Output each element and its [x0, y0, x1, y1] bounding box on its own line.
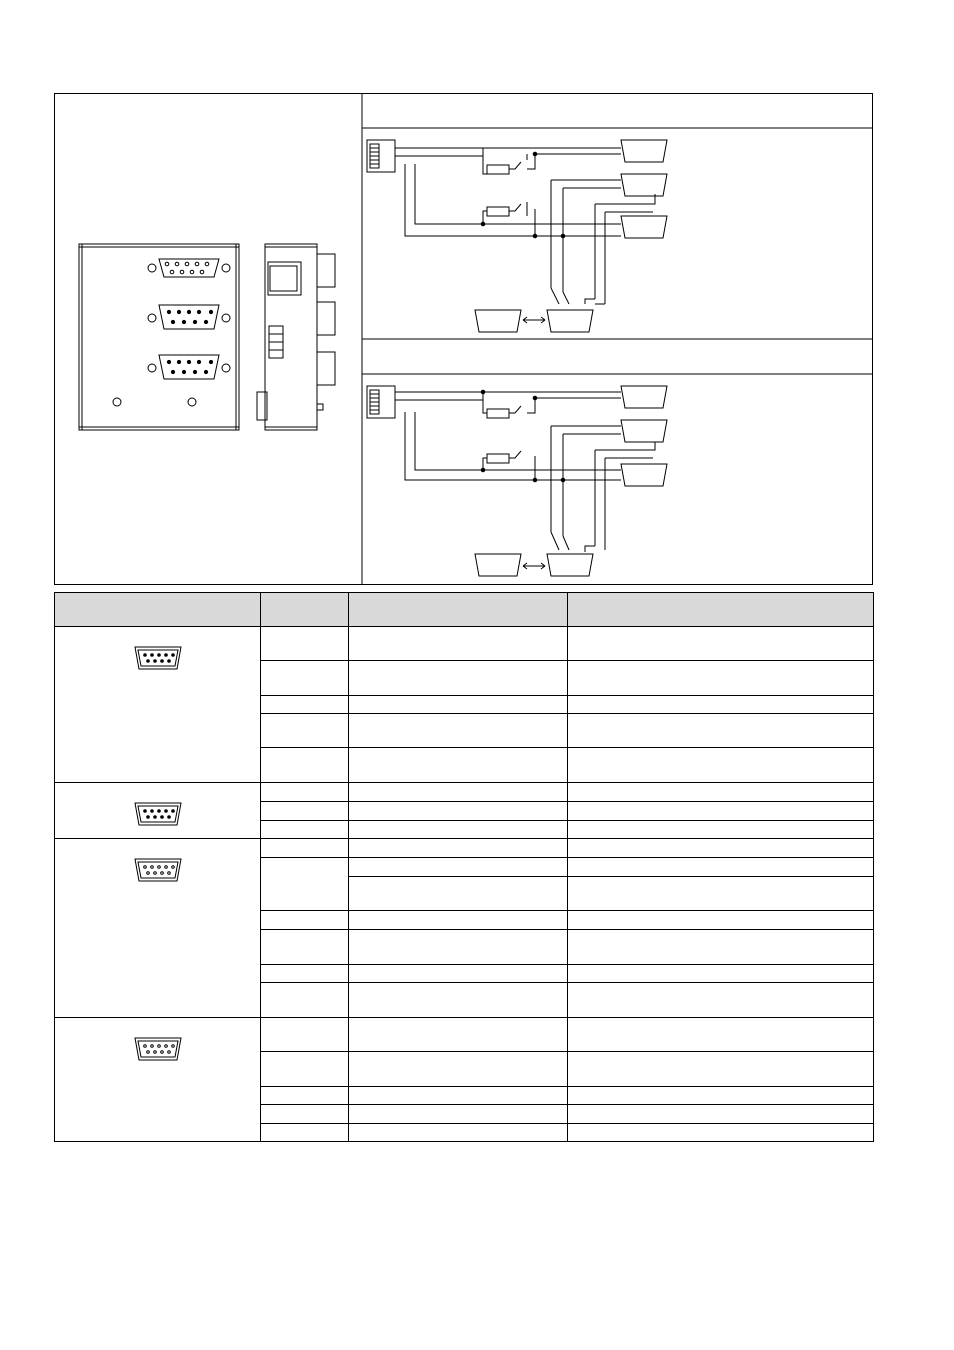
column-header-description [567, 592, 874, 627]
pin-cell [260, 1104, 349, 1124]
table-row [55, 1051, 874, 1087]
connector-cell [54, 626, 261, 783]
connector-cell [54, 1017, 261, 1142]
pin-cell [260, 747, 349, 783]
pin-cell [260, 626, 349, 661]
signal-cell [348, 857, 568, 877]
connector-cell [54, 838, 261, 1018]
connector-cell [54, 782, 261, 839]
device-front-view [78, 243, 240, 431]
signal-cell [348, 1104, 568, 1124]
db9-connector-icon [133, 858, 182, 882]
pin-cell [260, 1017, 349, 1052]
description-cell [567, 1104, 874, 1124]
description-cell [567, 964, 874, 983]
pin-assignment-table [54, 592, 874, 1142]
pin-cell [260, 929, 349, 965]
description-cell [567, 1086, 874, 1105]
wiring-diagram-2 [366, 385, 668, 577]
table-header-row [54, 592, 874, 627]
signal-cell [348, 1086, 568, 1105]
table-row [54, 782, 874, 839]
signal-cell [348, 695, 568, 714]
column-header-signal [348, 592, 568, 627]
pin-cell [260, 782, 349, 802]
pin-cell [260, 964, 349, 983]
pin-cell [260, 982, 349, 1018]
db9-connector-icon [133, 802, 182, 826]
pin-cell [260, 910, 349, 930]
pin-cell [260, 1051, 349, 1087]
signal-cell [348, 801, 568, 821]
db9-connector-icon [133, 1037, 182, 1061]
signal-cell [348, 876, 568, 911]
column-header-pin [260, 592, 349, 627]
pin-cell [260, 1086, 349, 1105]
table-row [54, 838, 874, 1018]
description-cell [567, 838, 874, 858]
table-row [55, 929, 874, 965]
pin-cell [260, 801, 349, 821]
description-cell [567, 626, 874, 661]
description-cell [567, 910, 874, 930]
signal-cell [348, 929, 568, 965]
description-cell [567, 801, 874, 821]
table-row [54, 1017, 874, 1142]
signal-cell [348, 820, 568, 839]
table-body [54, 626, 874, 1142]
signal-cell [348, 1051, 568, 1087]
db9-port-2 [147, 304, 231, 330]
description-cell [567, 695, 874, 714]
signal-cell [348, 660, 568, 696]
signal-cell [348, 1017, 568, 1052]
table-row [55, 747, 874, 783]
description-cell [567, 1123, 874, 1142]
table-row [55, 1123, 874, 1142]
description-cell [567, 876, 874, 911]
table-row [55, 660, 874, 696]
device-figure-box [54, 93, 873, 585]
device-side-view [256, 243, 336, 431]
signal-cell [348, 782, 568, 802]
description-cell [567, 982, 874, 1018]
description-cell [567, 820, 874, 839]
signal-cell [348, 1123, 568, 1142]
table-row [54, 626, 874, 783]
column-header-connector [54, 592, 261, 627]
db9-port-1 [147, 258, 231, 278]
signal-cell [348, 626, 568, 661]
device-figure [78, 94, 872, 584]
db9-connector-icon [133, 646, 182, 670]
description-cell [567, 747, 874, 783]
signal-cell [348, 910, 568, 930]
db9-port-3 [147, 354, 231, 380]
signal-cell [348, 964, 568, 983]
description-cell [567, 929, 874, 965]
signal-cell [348, 838, 568, 858]
signal-cell [348, 982, 568, 1018]
description-cell [567, 1017, 874, 1052]
wiring-diagram-1 [366, 139, 668, 333]
description-cell [567, 1051, 874, 1087]
description-cell [567, 660, 874, 696]
pin-cell [260, 713, 349, 748]
description-cell [567, 713, 874, 748]
pin-cell [260, 838, 349, 858]
pin-cell [260, 695, 349, 714]
table-row [55, 964, 874, 983]
pin-cell [260, 857, 349, 911]
signal-cell [348, 713, 568, 748]
description-cell [567, 857, 874, 877]
pin-cell [260, 1123, 349, 1142]
pin-cell [260, 660, 349, 696]
pin-cell [260, 820, 349, 839]
table-row [55, 820, 874, 839]
description-cell [567, 782, 874, 802]
signal-cell [348, 747, 568, 783]
